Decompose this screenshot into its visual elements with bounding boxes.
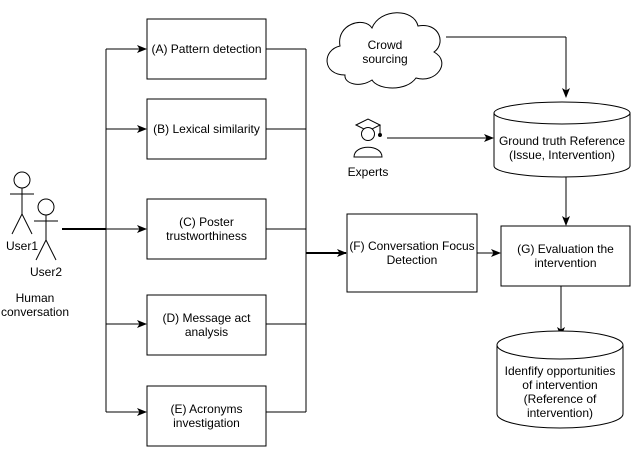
box-d-label: (D) Message act analysis [162, 311, 251, 339]
opportunities-database [496, 330, 624, 429]
box-c [146, 198, 267, 260]
box-e-label: (E) Acronyms investigation [170, 402, 243, 430]
crowd-sourcing-label: Crowd sourcing [362, 38, 408, 66]
ground-truth-label: Ground truth Reference (Issue, Intervent… [498, 134, 626, 162]
user1-label: User1 [5, 239, 38, 253]
box-f [346, 213, 478, 293]
box-f-label: (F) Conversation Focus Detection [349, 239, 475, 267]
ground-truth-database [493, 101, 631, 178]
box-d [146, 294, 267, 356]
box-a [146, 18, 267, 80]
fanout-connectors [62, 45, 147, 416]
box-b-label: (B) Lexical similarity [153, 122, 260, 136]
box-a-label: (A) Pattern detection [151, 42, 262, 56]
user2-label: User2 [29, 265, 62, 279]
box-c-label: (C) Poster trustworthiness [166, 215, 247, 243]
crowd-cloud-shape [326, 12, 443, 89]
fanin-connectors [266, 48, 347, 413]
box-e [146, 385, 267, 447]
user1-icon [10, 171, 34, 235]
box-g-label: (G) Evaluation the intervention [517, 242, 614, 270]
box-g [500, 225, 631, 287]
box-b [146, 98, 267, 160]
experts-icon [353, 118, 383, 158]
human-conversation-caption: Human conversation [0, 291, 70, 319]
experts-label: Experts [347, 165, 389, 179]
opportunities-label: Idenfify opportunities of intervention (… [504, 364, 616, 420]
user2-icon [34, 198, 58, 261]
